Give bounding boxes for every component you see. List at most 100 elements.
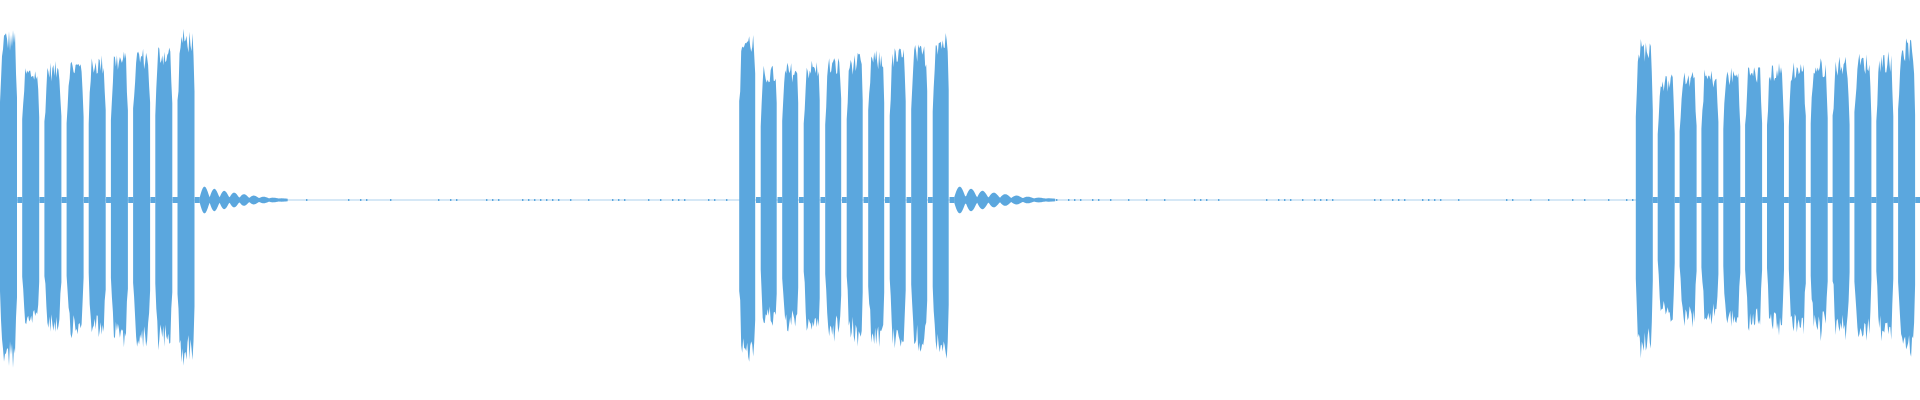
waveform-pulse — [88, 55, 106, 338]
waveform-speck — [1194, 199, 1196, 201]
waveform-speck — [1572, 199, 1574, 201]
waveform-gap — [1849, 197, 1855, 203]
waveform-pulse — [177, 28, 195, 366]
waveform-speck — [1098, 199, 1100, 201]
waveform-pulse — [825, 58, 842, 342]
waveform-pulse — [66, 61, 84, 339]
waveform-speck — [546, 199, 548, 201]
waveform-speck — [450, 199, 452, 201]
waveform-gap — [128, 197, 134, 203]
waveform-speck — [1608, 199, 1610, 201]
waveform-gap — [798, 197, 804, 203]
waveform-pulse — [868, 50, 885, 347]
waveform-gap — [172, 197, 178, 203]
waveform-pulse — [0, 30, 17, 368]
waveform-pulse — [1810, 58, 1828, 342]
waveform-speck — [1314, 199, 1316, 201]
waveform-pulse — [911, 44, 928, 352]
waveform-speck — [1398, 199, 1400, 201]
waveform-gap — [1784, 197, 1789, 203]
waveform-gap — [1652, 197, 1658, 203]
waveform-speck — [1092, 199, 1094, 201]
waveform-pulse — [782, 62, 799, 332]
waveform-gap — [194, 197, 200, 203]
waveform-speck — [348, 199, 350, 201]
waveform-speck — [1326, 199, 1328, 201]
waveform-gap — [1805, 197, 1811, 203]
waveform-gap — [820, 197, 826, 203]
waveform-speck — [1506, 199, 1508, 201]
waveform-speck — [1374, 199, 1376, 201]
waveform-pulse — [739, 35, 756, 362]
waveform-speck — [726, 199, 728, 201]
waveform-speck — [1206, 199, 1208, 201]
waveform-speck — [1266, 199, 1268, 201]
waveform-speck — [552, 199, 554, 201]
waveform-speck — [1530, 199, 1532, 201]
waveform-pulse — [932, 33, 949, 359]
waveform-speck — [1056, 199, 1058, 201]
waveform-pulse — [760, 65, 777, 326]
waveform-gap — [1740, 197, 1746, 203]
waveform-speck — [1512, 199, 1514, 201]
waveform-pulse — [44, 61, 62, 332]
waveform-speck — [1164, 199, 1166, 201]
waveform-speck — [306, 199, 308, 201]
waveform-speck — [1218, 199, 1220, 201]
waveform-speck — [1302, 199, 1304, 201]
waveform-gap — [83, 197, 89, 203]
waveform-speck — [714, 199, 716, 201]
waveform-speck — [612, 199, 614, 201]
waveform-gap — [1827, 197, 1833, 203]
waveform-speck — [492, 199, 494, 201]
waveform-pulse — [1854, 53, 1872, 341]
waveform-gap — [928, 197, 933, 203]
waveform-pulse — [1657, 74, 1675, 322]
waveform-speck — [1074, 199, 1076, 201]
waveform-speck — [438, 199, 440, 201]
waveform-speck — [360, 199, 362, 201]
waveform-speck — [1080, 199, 1082, 201]
waveform-speck — [570, 199, 572, 201]
waveform-pulse — [846, 53, 863, 347]
waveform-pulse — [133, 48, 151, 348]
waveform-speck — [1290, 199, 1292, 201]
waveform-speck — [678, 199, 680, 201]
waveform-speck — [1278, 199, 1280, 201]
waveform-pulse — [1679, 71, 1697, 328]
waveform-speck — [648, 199, 650, 201]
waveform-speck — [390, 199, 392, 201]
waveform-speck — [1320, 199, 1322, 201]
waveform-gap — [863, 197, 869, 203]
waveform-speck — [1434, 199, 1436, 201]
waveform-gap — [1915, 197, 1920, 203]
waveform-pulse — [1788, 62, 1806, 335]
waveform-pulse — [1898, 38, 1916, 357]
waveform-speck — [1110, 199, 1112, 201]
waveform-gap — [841, 197, 847, 203]
waveform-gap — [777, 197, 783, 203]
waveform-pulse — [1723, 67, 1741, 327]
waveform-gap — [1674, 197, 1680, 203]
waveform-speck — [1422, 199, 1424, 201]
waveform-speck — [1380, 199, 1382, 201]
waveform-speck — [522, 199, 524, 201]
waveform-tail — [199, 186, 288, 214]
waveform-speck — [1392, 199, 1394, 201]
waveform-pulse — [110, 51, 128, 348]
waveform-speck — [1632, 199, 1634, 201]
waveform-gap — [150, 197, 156, 203]
waveform-speck — [1146, 199, 1148, 201]
waveform-speck — [672, 199, 674, 201]
waveform-channel — [0, 28, 1920, 368]
waveform-speck — [558, 199, 560, 201]
waveform-speck — [540, 199, 542, 201]
waveform-gap — [1871, 197, 1877, 203]
waveform-gap — [755, 197, 761, 203]
waveform-speck — [708, 199, 710, 201]
waveform-gap — [39, 197, 45, 203]
waveform-speck — [486, 199, 488, 201]
waveform-tail — [954, 186, 1056, 214]
